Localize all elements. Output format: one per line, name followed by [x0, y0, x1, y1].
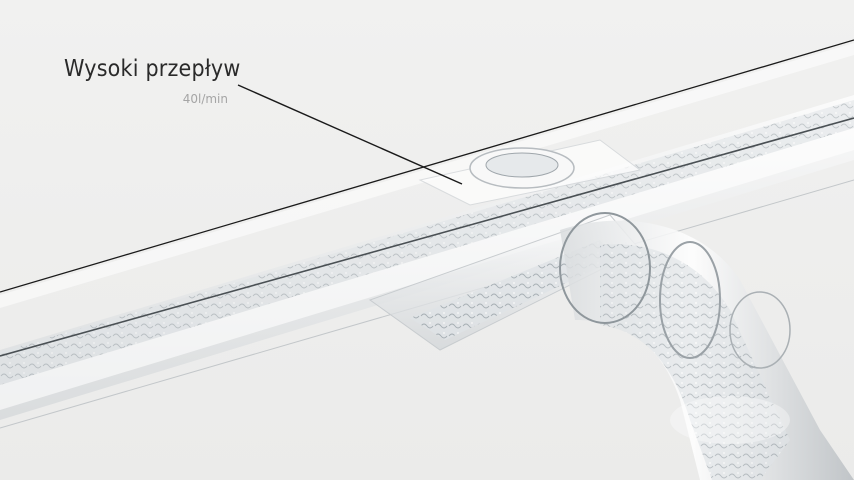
drain-channel	[0, 95, 854, 429]
cover-plate	[0, 43, 854, 308]
cover-edge-line	[0, 39, 854, 293]
outlet-pipe	[559, 212, 854, 480]
callout-leader-line	[237, 84, 463, 185]
callout-title: Wysoki przepływ	[64, 56, 241, 82]
trap-ring	[469, 147, 575, 189]
callout-subtitle: 40l/min	[182, 92, 228, 106]
